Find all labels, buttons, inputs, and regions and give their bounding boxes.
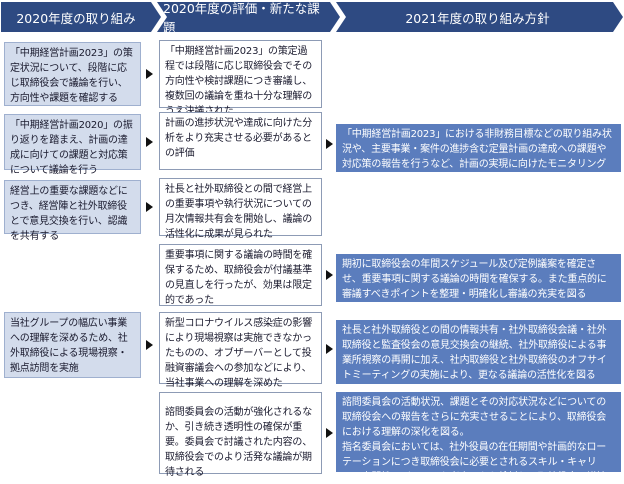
header-2020-initiatives: 2020年度の取り組み: [1, 2, 161, 32]
header-2020-evaluation: 2020年度の評価・新たな課題: [157, 2, 340, 32]
arrow-right-icon: [146, 340, 153, 350]
policy-advisory-committees: 諮問委員会の活動状況、課題とその対応状況などについての取締役会への報告をさらに充…: [336, 392, 621, 483]
initiative-management-dialogue: 経営上の重要な課題などにつき、経営陣と社外取締役とで意見交換を行い、認識を共有す…: [4, 180, 141, 242]
arrow-right-icon: [146, 202, 153, 212]
evaluation-midterm-2023: 「中期経営計画2023」の策定過程では段階に応じ取締役会でその方向性や検討課題に…: [159, 40, 322, 117]
policy-monitoring: 「中期経営計画2023」における非財務目標などの取り組み状況や、主要事業・案件の…: [336, 124, 621, 185]
arrow-right-icon: [146, 137, 153, 147]
evaluation-agenda-criteria: 重要事項に関する議論の時間を確保するため、取締役会が付議基準の見直しを行ったが、…: [159, 244, 322, 306]
evaluation-progress-analysis: 計画の進捗状況や達成に向けた分析をより充実させる必要があるとの評価: [159, 112, 322, 170]
arrow-right-icon: [326, 270, 333, 280]
header-2021-policy: 2021年度の取り組み方針: [336, 2, 623, 32]
policy-information-sharing: 社長と社外取締役との間の情報共有・社外取締役会議・社外取締役と監査役会の意見交換…: [336, 320, 621, 384]
evaluation-covid-impact: 新型コロナウイルス感染症の影響により現場視察は実施できなかったものの、オブザーバ…: [159, 312, 322, 389]
arrow-right-icon: [326, 139, 333, 149]
arrow-right-icon: [326, 344, 333, 354]
arrow-right-icon: [326, 428, 333, 438]
initiative-site-visits: 当社グループの幅広い事業への理解を深めるため、社外取締役による現場視察・拠点訪問…: [4, 312, 141, 378]
evaluation-monthly-meetings: 社長と社外取締役との間で経営上の重要事項や執行状況についての月次情報共有会を開始…: [159, 178, 322, 240]
evaluation-advisory-committees: 諮問委員会の活動が強化されるなか、引き続き透明性の確保が重要。委員会で討議された…: [159, 392, 322, 478]
initiative-midterm-2023: 「中期経営計画2023」の策定状況について、段階に応じ取締役会で議論を行い、方向…: [4, 42, 141, 106]
initiative-midterm-2020-review: 「中期経営計画2020」の振り返りを踏まえ、計画の達成に向けての課題と対応策につ…: [4, 114, 141, 176]
arrow-right-icon: [146, 69, 153, 79]
policy-annual-schedule: 期初に取締役会の年間スケジュール及び定例議案を確定させ、重要事項に関する議論の時…: [336, 254, 621, 302]
